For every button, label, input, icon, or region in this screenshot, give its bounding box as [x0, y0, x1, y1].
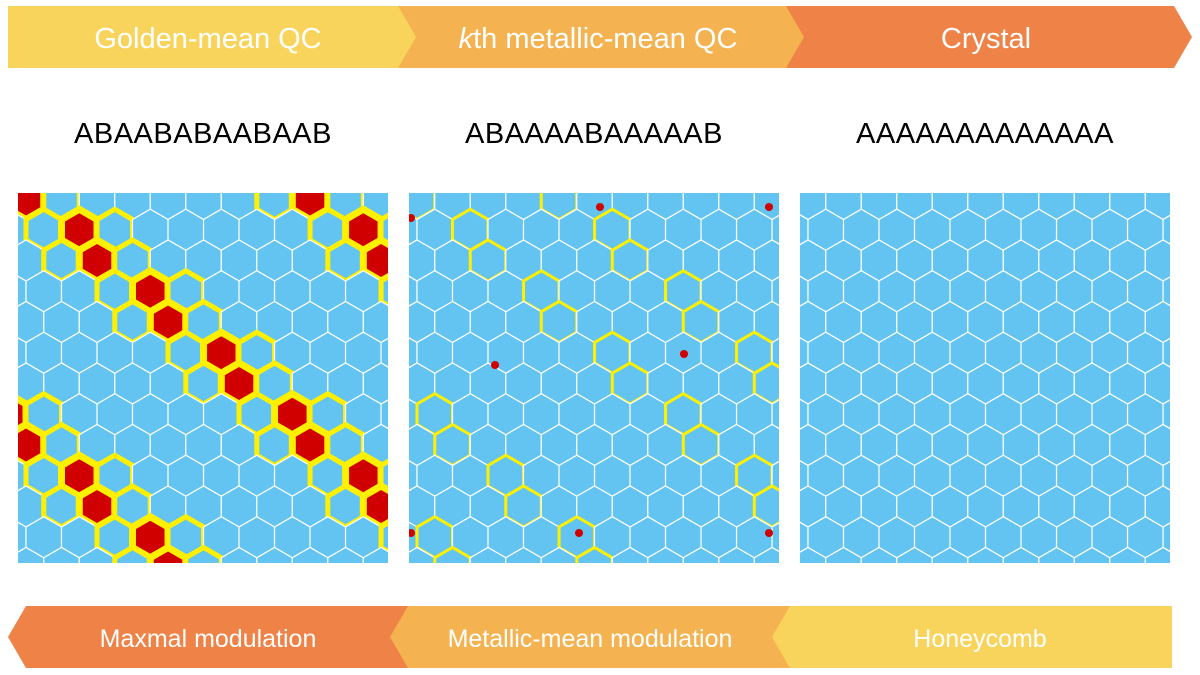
hex-cell [1002, 546, 1040, 563]
defect-node [491, 361, 499, 369]
hex-cell [1073, 546, 1111, 563]
bottom-modulation-arrows [8, 606, 1172, 668]
hex-cell [43, 546, 80, 563]
hex-cell [860, 546, 898, 563]
hex-cells [409, 193, 779, 563]
hex-cell [967, 546, 1004, 563]
hex-cell [291, 546, 329, 563]
arrow-crystal [786, 6, 1192, 68]
hex-cell [540, 546, 578, 563]
hex-cells [18, 193, 388, 563]
sequence-golden-mean: ABAABABAABAAB [74, 118, 332, 150]
stage-label-metallic-mean: kth metallic-mean QC [458, 23, 738, 55]
hex-cell [753, 546, 779, 563]
stage-label-golden-mean: Golden-mean QC [94, 23, 322, 55]
arrow-honeycomb [772, 606, 1172, 668]
arrow-maxmal-modulation [8, 606, 410, 668]
defect-node [409, 529, 415, 537]
hex-cell [1109, 546, 1146, 563]
modulation-label-metallic-mean: Metallic-mean modulation [447, 625, 733, 653]
hex-cell [78, 546, 116, 563]
hex-cell [327, 546, 364, 563]
honeycomb-lattice-panel [800, 193, 1170, 563]
top-stage-arrows [8, 6, 1192, 68]
hex-cell [1038, 546, 1075, 563]
hex-cell [682, 546, 720, 563]
hex-cell [647, 546, 684, 563]
hex-cell [505, 546, 542, 563]
hex-cell [575, 545, 614, 563]
hex-cell [825, 546, 862, 563]
arrow-golden-mean [8, 6, 418, 68]
defect-node [575, 529, 583, 537]
modulation-label-honeycomb: Honeycomb [913, 625, 1047, 653]
hex-cell [362, 546, 388, 563]
hex-cell [183, 544, 224, 563]
hex-cell [18, 546, 45, 563]
hex-cell [1144, 546, 1170, 563]
defect-node [409, 214, 415, 222]
modulation-label-maxmal: Maxmal modulation [99, 625, 317, 653]
hex-cell [931, 546, 969, 563]
hex-cell [718, 546, 755, 563]
hex-cell [146, 543, 190, 563]
golden-mean-lattice-panel [18, 193, 388, 563]
arrow-metallic-mean-modulation [390, 606, 792, 668]
defect-node [765, 529, 773, 537]
defect-node [765, 203, 773, 211]
hex-cell [896, 546, 933, 563]
hex-cell [469, 546, 507, 563]
sequence-metallic-mean: ABAAAABAAAAAB [465, 118, 723, 150]
metallic-mean-lattice-panel [409, 193, 779, 563]
stage-label-crystal: Crystal [940, 23, 1032, 55]
hex-cell [112, 544, 153, 563]
hex-cells [800, 193, 1170, 563]
hex-cell [433, 545, 472, 563]
hex-cell [409, 546, 436, 563]
hex-cell [220, 546, 258, 563]
sequence-crystal: AAAAAAAAAAAAA [856, 118, 1114, 150]
hex-cell [800, 546, 827, 563]
defect-node [596, 203, 604, 211]
defect-node [680, 350, 688, 358]
hex-cell [611, 546, 649, 563]
arrow-metallic-mean [398, 6, 806, 68]
hex-cell [256, 546, 293, 563]
